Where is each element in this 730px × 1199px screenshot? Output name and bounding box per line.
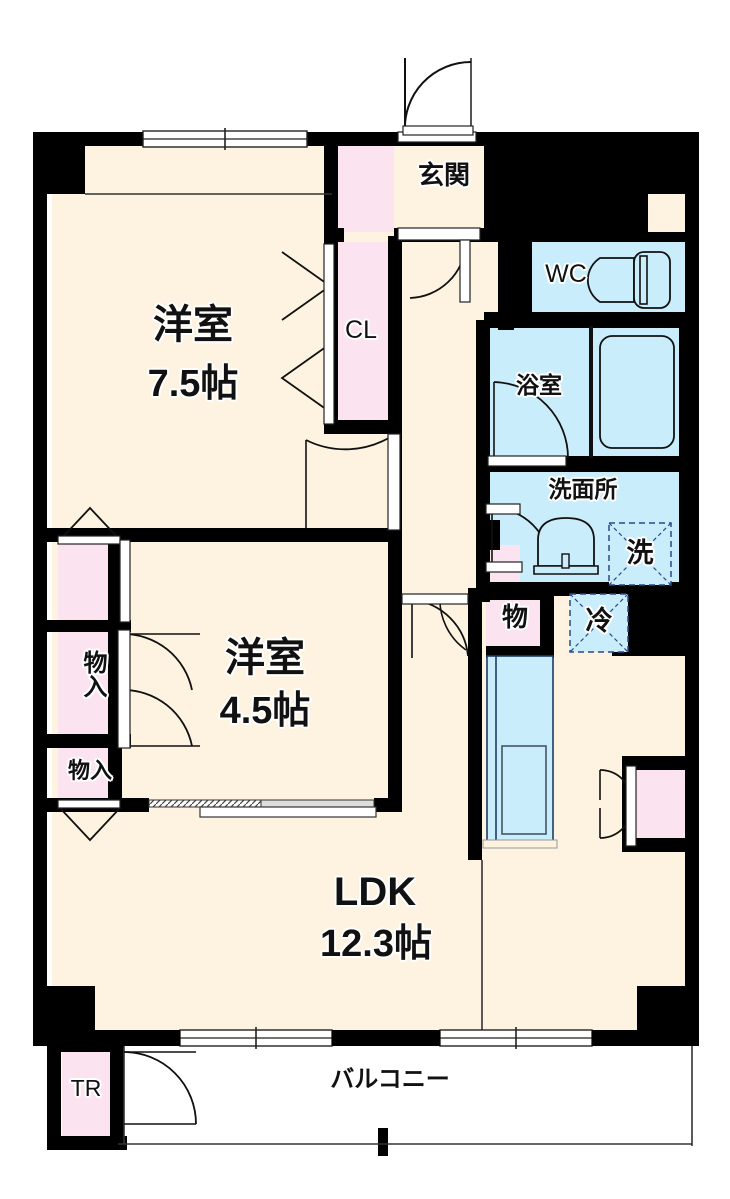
partition-bedroom2 [148, 799, 377, 818]
fixtures [482, 251, 675, 849]
closet-label-mono-horizontal: 物入 [67, 758, 112, 783]
room-label-ldk-size: 12.3帖 [320, 923, 432, 965]
toilet-icon [587, 251, 671, 309]
room-label-bathroom: 浴室 [516, 372, 562, 398]
door-storage-lower [57, 799, 121, 842]
washer-slot-icon [608, 522, 672, 586]
door-entrance [402, 58, 474, 136]
balcony-label: バルコニー [330, 1066, 450, 1093]
door-bedroom1 [305, 433, 401, 531]
thin-outlines [85, 193, 693, 1146]
room-label-wc: WC [545, 260, 587, 288]
window-ldk-right [439, 1027, 593, 1049]
closet-label-mono-vertical: 物入 [79, 650, 106, 698]
walls [33, 132, 699, 1156]
door-cl-closet [280, 243, 335, 425]
door-tr [123, 1051, 197, 1125]
wash-basin-icon [533, 517, 599, 575]
closet-pink-cl [330, 242, 394, 420]
fridge-slot-icon [569, 593, 629, 653]
kitchen-counter-icon [482, 655, 558, 849]
room-label-ldk-name: LDK [333, 870, 417, 914]
door-bathroom [487, 381, 569, 467]
door-storage-upper [57, 506, 131, 623]
bathtub-icon [599, 335, 675, 449]
room-label-genkan: 玄関 [417, 160, 470, 190]
fixture-label-washer: 洗 [626, 538, 654, 568]
door-wc [409, 239, 514, 322]
room-label-washroom: 洗面所 [548, 476, 618, 502]
fixture-label-fridge: 冷 [585, 606, 613, 636]
doors [57, 58, 637, 1125]
closet-label-mono-small: 物 [501, 602, 528, 632]
pillar-top-left [33, 132, 85, 194]
closet-pink-mono-small [486, 594, 544, 652]
room-label-bedroom2-name: 洋室 [225, 636, 305, 680]
window-ldk-left [179, 1027, 333, 1049]
pillar-top-right [648, 132, 699, 194]
door-closet-mono [117, 629, 200, 749]
room-label-bedroom2-size: 4.5帖 [219, 690, 311, 732]
door-ldk-closet [599, 765, 637, 847]
door-genkan-inner [397, 227, 481, 241]
closet-pink-ldk [636, 764, 690, 844]
door-bedroom2 [401, 593, 469, 658]
trunk-room-label: TR [70, 1075, 102, 1101]
windows [118, 128, 692, 1049]
window-bedroom1 [142, 128, 308, 150]
pillar-bottom-left [33, 986, 95, 1046]
room-label-bedroom1-size: 7.5帖 [147, 363, 239, 405]
closet-label-cl: CL [345, 316, 377, 344]
room-label-bedroom1-name: 洋室 [153, 303, 233, 347]
closet-pink-entry [336, 142, 394, 232]
closet-pink-tr [62, 1050, 110, 1142]
